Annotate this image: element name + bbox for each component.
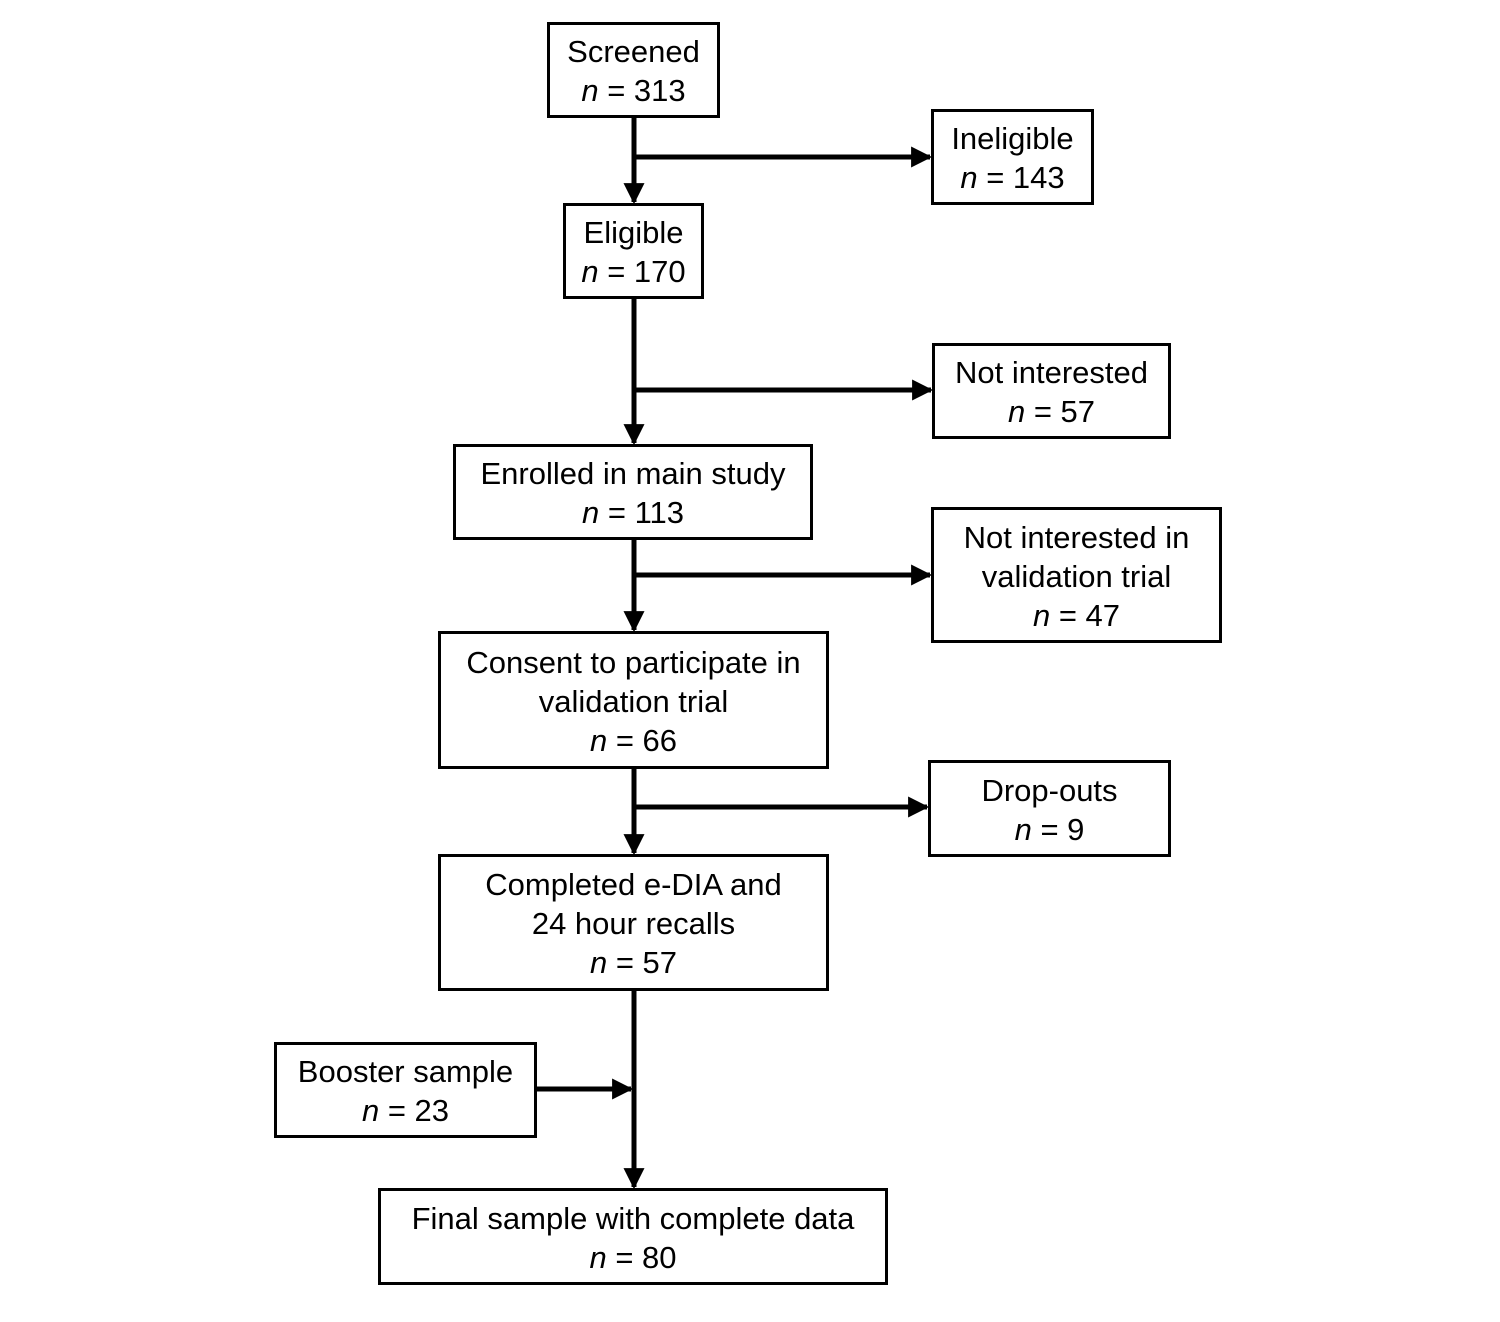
box-booster: Booster sample n = 23 <box>274 1042 537 1138</box>
box-enrolled: Enrolled in main study n = 113 <box>453 444 813 540</box>
box-label: Eligible <box>583 215 684 250</box>
box-eligible: Eligible n = 170 <box>563 203 704 299</box>
box-label-line-2: validation trial <box>981 558 1172 594</box>
box-label: Enrolled in main study <box>480 456 786 491</box>
count-label: n = 9 <box>1014 811 1085 847</box>
count-label: n = 47 <box>1032 597 1121 633</box>
count-label: n = 170 <box>581 254 686 289</box>
box-label-line-1: Consent to participate in <box>466 644 801 680</box>
count-label: n = 23 <box>361 1093 450 1128</box>
box-label: Screened <box>567 34 700 69</box>
box-label-line-2: 24 hour recalls <box>531 906 736 941</box>
box-not-interested-validation: Not interested in validation trial n = 4… <box>931 507 1222 643</box>
count-label: n = 57 <box>589 945 678 980</box>
box-label-line-1: Not interested in <box>963 519 1190 555</box>
box-label-line-2: validation trial <box>538 683 729 719</box>
count-label: n = 57 <box>1007 394 1096 429</box>
box-label: Final sample with complete data <box>411 1200 855 1236</box>
box-label: Drop-outs <box>981 772 1118 808</box>
box-label: Not interested <box>955 355 1148 390</box>
box-not-interested: Not interested n = 57 <box>932 343 1171 439</box>
count-label: n = 80 <box>589 1239 677 1275</box>
box-label-line-1: Completed e-DIA and <box>485 867 782 902</box>
box-final: Final sample with complete data n = 80 <box>378 1188 888 1285</box>
box-dropouts: Drop-outs n = 9 <box>928 760 1171 857</box>
box-label: Booster sample <box>297 1054 514 1089</box>
box-label: Ineligible <box>951 121 1074 156</box>
box-completed: Completed e-DIA and 24 hour recalls n = … <box>438 854 829 991</box>
box-ineligible: Ineligible n = 143 <box>931 109 1094 205</box>
box-consent: Consent to participate in validation tri… <box>438 631 829 769</box>
count-label: n = 313 <box>581 73 686 108</box>
count-label: n = 66 <box>589 722 678 758</box>
count-label: n = 113 <box>581 495 684 530</box>
box-screened: Screened n = 313 <box>547 22 720 118</box>
count-label: n = 143 <box>960 160 1065 195</box>
